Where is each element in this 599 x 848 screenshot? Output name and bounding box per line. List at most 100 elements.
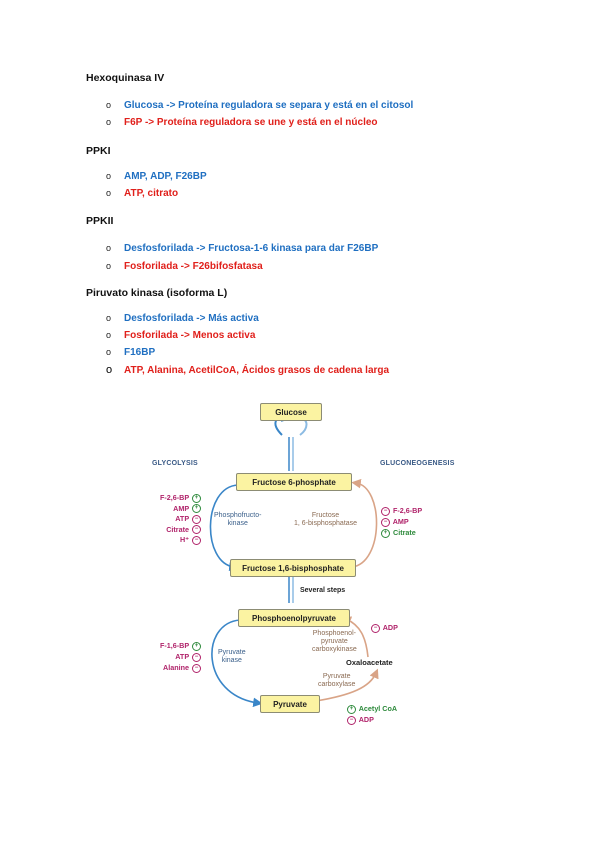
list-item-text: F6P -> Proteína reguladora se une y está… xyxy=(124,117,378,128)
regulator-item: F-1,6-BP + xyxy=(142,640,202,651)
bullet-icon: o xyxy=(106,243,112,253)
glucose-box: Glucose xyxy=(260,403,322,421)
bullet-icon: o xyxy=(106,171,112,181)
regulator-item: + Acetyl CoA xyxy=(346,703,397,714)
glycolysis-gluconeogenesis-diagram: Glucose Fructose 6-phosphate Fructose 1,… xyxy=(120,395,460,735)
pfk-line-2: kinase xyxy=(227,520,248,527)
list-item-text: Desfosforilada -> Fructosa-1-6 kinasa pa… xyxy=(124,243,379,254)
pfk-enzyme-label: Phosphofructo- kinase xyxy=(214,512,261,528)
pk-line-1: Pyruvate xyxy=(218,649,246,656)
pepck-enzyme-label: Phosphoenol- pyruvate carboxykinase xyxy=(312,630,357,654)
inhibitor-icon: − xyxy=(192,652,201,662)
pk-regulators: F-1,6-BP + ATP − Alanine − xyxy=(142,640,202,673)
inhibitor-icon: − xyxy=(381,517,390,527)
regulator-item: AMP + xyxy=(142,504,202,515)
fbpase-enzyme-label: Fructose 1, 6-bisphosphatase xyxy=(294,512,357,528)
pk-line-2: kinase xyxy=(221,657,242,664)
glycolysis-title: GLYCOLYSIS xyxy=(152,460,198,467)
heading-hexoquinasa: Hexoquinasa IV xyxy=(86,72,165,84)
gluconeogenesis-title: GLUCONEOGENESIS xyxy=(380,460,455,467)
bullet-icon: o xyxy=(106,364,113,376)
regulator-name: Citrate xyxy=(166,524,189,534)
regulator-item: H⁺ − xyxy=(142,535,202,546)
regulator-name: AMP xyxy=(392,517,409,526)
fbpase-arrow xyxy=(351,478,378,568)
regulator-item: + Citrate xyxy=(380,527,422,538)
heading-piruvato-kinasa: Piruvato kinasa (isoforma L) xyxy=(86,287,228,299)
activator-icon: + xyxy=(192,641,201,651)
bullet-icon: o xyxy=(106,117,112,127)
regulator-name: ADP xyxy=(358,715,374,724)
regulator-item: Citrate − xyxy=(142,525,202,536)
fructose-6-phosphate-box: Fructose 6-phosphate xyxy=(236,473,352,491)
bullet-icon: o xyxy=(106,188,112,198)
bullet-icon: o xyxy=(106,100,112,110)
list-item: o AMP, ADP, F26BP xyxy=(106,171,207,182)
bullet-icon: o xyxy=(106,313,112,323)
regulator-name: F-2,6-BP xyxy=(159,493,189,502)
list-item: o F6P -> Proteína reguladora se une y est… xyxy=(106,117,378,128)
list-item: o ATP, citrato xyxy=(106,188,178,199)
several-steps-label: Several steps xyxy=(300,587,346,594)
pfk-regulators: F-2,6-BP + AMP + ATP − Citrate − H⁺ − xyxy=(142,493,202,546)
pepck-line-3: carboxykinase xyxy=(312,646,357,653)
inhibitor-icon: − xyxy=(192,535,201,545)
list-item-text: Desfosforilada -> Más activa xyxy=(124,313,259,324)
pc-regulators: + Acetyl CoA − ADP xyxy=(346,703,397,725)
fbpase-regulators: − F-2,6-BP − AMP + Citrate xyxy=(380,505,422,538)
regulator-item: − ADP xyxy=(346,714,397,725)
pc-line-2: carboxylase xyxy=(318,681,356,688)
inhibitor-icon: − xyxy=(192,525,201,535)
inhibitor-icon: − xyxy=(192,514,201,524)
list-item-text: AMP, ADP, F26BP xyxy=(124,171,207,182)
pepck-line-1: Phosphoenol- xyxy=(312,630,356,637)
list-item-text: Fosforilada -> F26bifosfatasa xyxy=(124,261,263,272)
regulator-item: Alanine − xyxy=(142,662,202,673)
pc-enzyme-label: Pyruvate carboxylase xyxy=(318,673,355,689)
list-item-text: ATP, Alanina, AcetilCoA, Ácidos grasos d… xyxy=(124,365,390,376)
regulator-item: − AMP xyxy=(380,516,422,527)
pc-line-1: Pyruvate xyxy=(322,673,351,680)
regulator-item: F-2,6-BP + xyxy=(142,493,202,504)
inhibitor-icon: − xyxy=(371,623,380,633)
activator-icon: + xyxy=(347,704,356,714)
pepck-regulators: − ADP xyxy=(370,623,398,633)
activator-icon: + xyxy=(192,493,201,503)
oxaloacetate-label: Oxaloacetate xyxy=(346,658,393,667)
fbpase-line-1: Fructose xyxy=(311,512,340,519)
regulator-item: ATP − xyxy=(142,651,202,662)
pepck-line-2: pyruvate xyxy=(320,638,348,645)
activator-icon: + xyxy=(192,504,201,514)
regulator-name: Acetyl CoA xyxy=(358,704,398,713)
list-item: o Desfosforilada -> Más activa xyxy=(106,313,259,324)
regulator-item: ATP − xyxy=(142,514,202,525)
bullet-icon: o xyxy=(106,347,112,357)
pfk-arrow xyxy=(209,484,239,572)
pc-arrow xyxy=(315,668,379,702)
pk-enzyme-label: Pyruvate kinase xyxy=(218,649,246,665)
pyruvate-box: Pyruvate xyxy=(260,695,320,713)
heading-ppki: PPKI xyxy=(86,145,111,157)
regulator-item: − F-2,6-BP xyxy=(380,505,422,516)
pfk-line-1: Phosphofructo- xyxy=(214,512,262,519)
regulator-name: F-2,6-BP xyxy=(393,506,423,515)
phosphoenolpyruvate-box: Phosphoenolpyruvate xyxy=(238,609,350,627)
list-item: o Desfosforilada -> Fructosa-1-6 kinasa p… xyxy=(106,243,378,254)
inhibitor-icon: − xyxy=(347,715,356,725)
regulator-name: F-1,6-BP xyxy=(159,641,189,650)
list-item-text: ATP, citrato xyxy=(124,188,179,199)
bullet-icon: o xyxy=(106,261,112,271)
regulator-name: AMP xyxy=(173,503,189,513)
list-item: o Fosforilada -> F26bifosfatasa xyxy=(106,261,263,272)
regulator-name: ADP xyxy=(382,623,398,632)
bullet-icon: o xyxy=(106,330,112,340)
regulator-name: Citrate xyxy=(393,528,416,537)
diagram-arrows xyxy=(209,410,379,708)
heading-ppkii: PPKII xyxy=(86,215,114,227)
regulator-name: Alanine xyxy=(163,663,189,672)
pk-arrow xyxy=(211,619,263,708)
inhibitor-icon: − xyxy=(381,506,390,516)
